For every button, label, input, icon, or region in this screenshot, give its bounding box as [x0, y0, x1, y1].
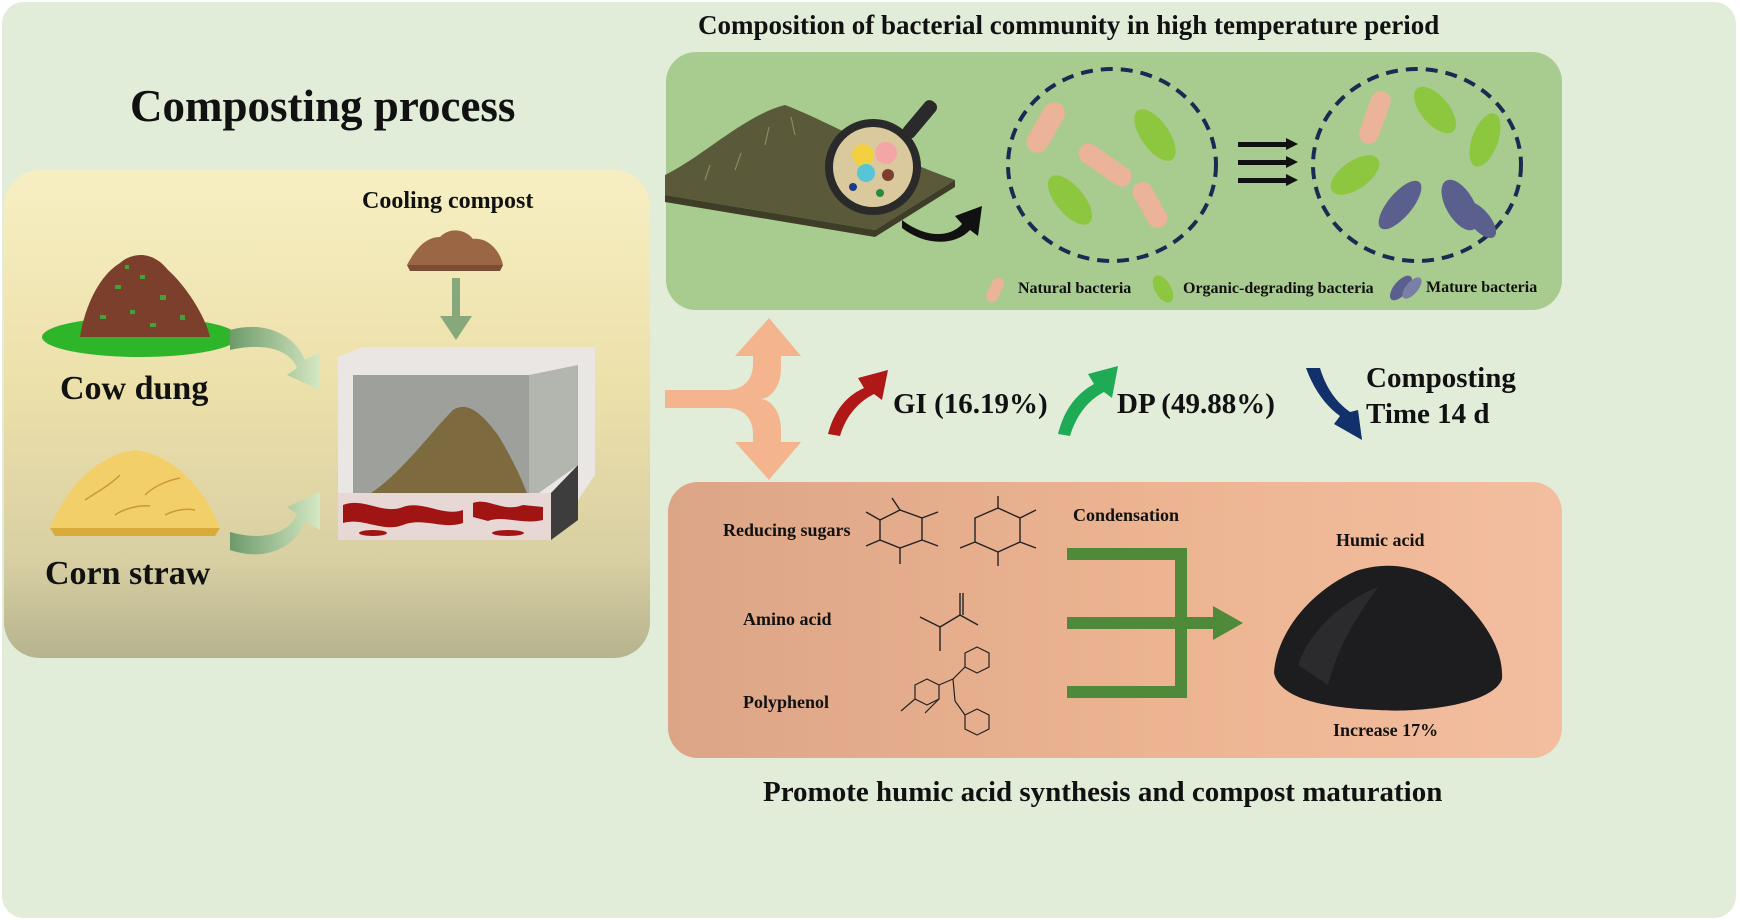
cooling-arrow	[440, 278, 472, 340]
condensation-arrow	[1067, 548, 1243, 698]
amino-acid-structure-icon	[919, 593, 979, 651]
mature-bacteria-icon	[1378, 179, 1497, 239]
corn-straw-icon	[50, 450, 220, 536]
corn-straw-label: Corn straw	[45, 555, 211, 592]
top-title: Composition of bacterial community in hi…	[698, 10, 1440, 40]
organic-bacteria-icon	[1047, 109, 1176, 225]
legend-organic-label: Organic-degrading bacteria	[1183, 280, 1374, 297]
bottom-title: Promote humic acid synthesis and compost…	[763, 776, 1443, 808]
left-title: Composting process	[130, 81, 516, 131]
increase-label: Increase 17%	[1333, 720, 1439, 740]
sugar-structure-icon	[865, 496, 1037, 566]
gi-up-arrow	[828, 370, 888, 436]
gi-label: GI (16.19%)	[893, 388, 1048, 420]
equals-arrows	[1238, 138, 1298, 186]
dp-up-arrow	[1058, 366, 1118, 436]
reducing-sugars-label: Reducing sugars	[723, 520, 851, 540]
legend-natural-label: Natural bacteria	[1018, 280, 1132, 297]
time-down-arrow	[1306, 368, 1362, 440]
legend-natural-icon	[986, 277, 1004, 303]
cooling-compost-label: Cooling compost	[362, 188, 534, 214]
legend-mature-label: Mature bacteria	[1426, 279, 1538, 296]
cow-dung-icon	[42, 254, 238, 357]
time-label-2: Time 14 d	[1366, 398, 1490, 430]
time-label-1: Composting	[1366, 362, 1516, 394]
polyphenol-label: Polyphenol	[743, 692, 830, 712]
bacteria-circle-after	[1311, 67, 1523, 263]
curved-black-arrow	[902, 206, 982, 242]
bacteria-circle-before	[1006, 67, 1218, 263]
cow-dung-label: Cow dung	[60, 370, 209, 407]
compost-box-icon	[338, 347, 595, 540]
dp-label: DP (49.88%)	[1117, 388, 1275, 420]
cooling-compost-icon	[407, 230, 503, 271]
humic-acid-label: Humic acid	[1336, 530, 1425, 550]
input-arrows	[230, 326, 320, 555]
condensation-label: Condensation	[1073, 505, 1180, 525]
humic-acid-pile-icon	[1274, 565, 1503, 711]
natural-bacteria-icon	[1026, 102, 1168, 228]
amino-acid-label: Amino acid	[743, 609, 832, 629]
magnifier-icon	[825, 100, 938, 215]
polyphenol-structure-icon	[900, 646, 990, 736]
legend-organic-icon	[1152, 275, 1174, 303]
legend-mature-icon	[1389, 275, 1422, 301]
fork-arrow	[665, 318, 801, 480]
